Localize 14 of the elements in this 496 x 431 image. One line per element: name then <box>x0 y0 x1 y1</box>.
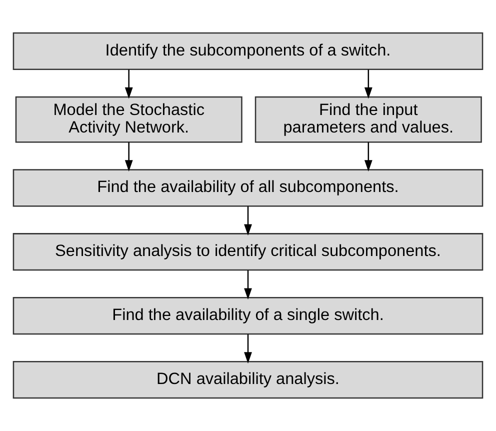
arrow <box>244 334 252 364</box>
node-box: Identify the subcomponents of a switch. <box>12 32 484 70</box>
arrow <box>244 206 252 236</box>
arrow <box>364 70 372 99</box>
node-box: DCN availability analysis. <box>12 360 484 399</box>
node-box: Model the Stochastic Activity Network. <box>15 96 242 143</box>
node-box: Find the availability of a single switch. <box>12 297 484 335</box>
arrow <box>244 270 252 300</box>
node-box: Sensitivity analysis to identify critical subcomponents. <box>12 233 484 271</box>
node-box: Find the availability of all subcomponents. <box>12 169 484 207</box>
arrow <box>124 142 133 172</box>
arrow <box>364 142 372 172</box>
arrow <box>124 70 133 99</box>
node-box: Find the input parameters and values. <box>254 96 482 143</box>
